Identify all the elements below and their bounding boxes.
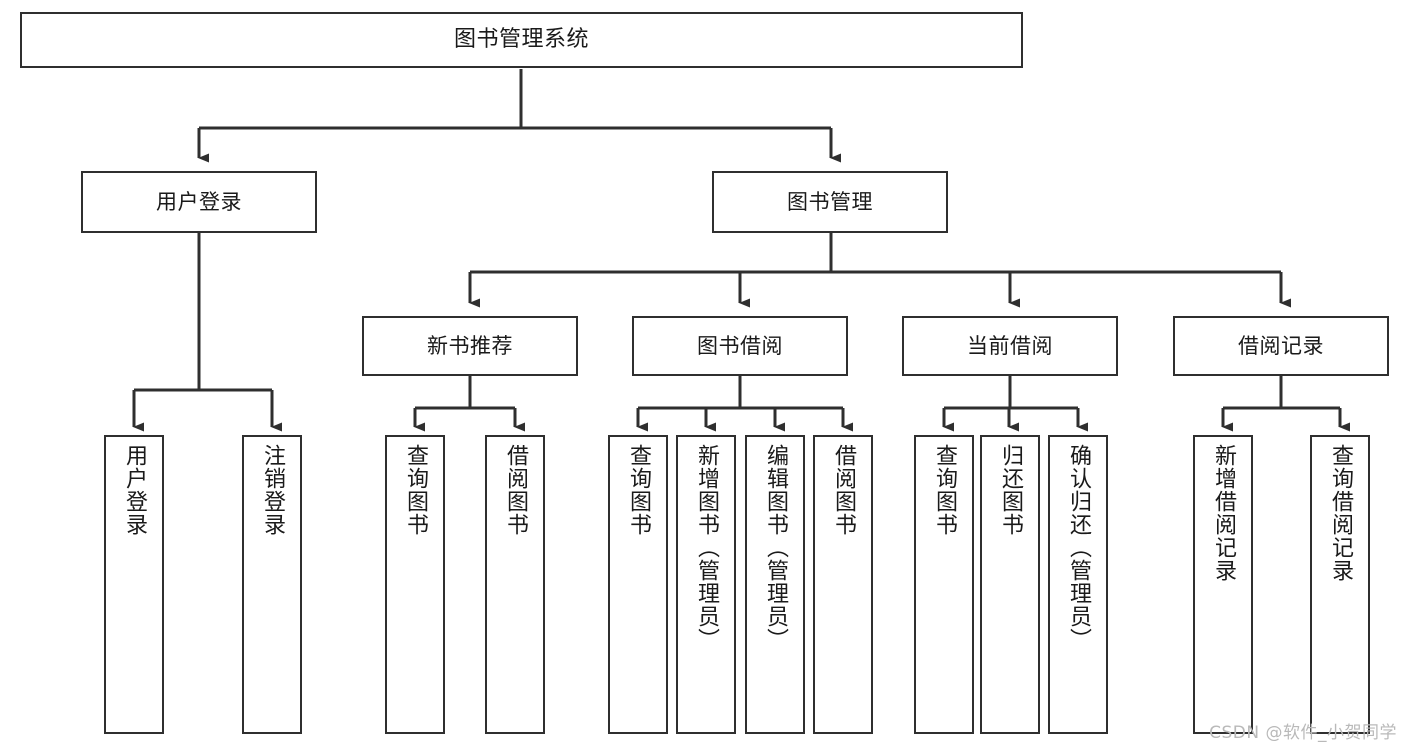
node-label: 借阅图书 bbox=[503, 444, 528, 536]
node-label: 新增借阅记录 bbox=[1211, 444, 1236, 582]
leaf-book-borrow-2[interactable]: 编辑图书（管理员） bbox=[745, 435, 805, 734]
node-user-login[interactable]: 用户登录 bbox=[81, 171, 317, 233]
node-book-borrow[interactable]: 图书借阅 bbox=[632, 316, 848, 376]
node-label: 用户登录 bbox=[156, 189, 242, 214]
node-label: 借阅图书 bbox=[831, 444, 856, 536]
node-label: 查询图书 bbox=[932, 444, 957, 536]
node-label: 查询图书 bbox=[626, 444, 651, 536]
node-label: 用户登录 bbox=[122, 444, 147, 536]
leaf-borrow-record-0[interactable]: 新增借阅记录 bbox=[1193, 435, 1253, 734]
leaf-new-book-recommend-0[interactable]: 查询图书 bbox=[385, 435, 445, 734]
node-label: 查询借阅记录 bbox=[1328, 444, 1353, 582]
leaf-borrow-record-1[interactable]: 查询借阅记录 bbox=[1310, 435, 1370, 734]
node-current-borrow[interactable]: 当前借阅 bbox=[902, 316, 1118, 376]
leaf-book-borrow-0[interactable]: 查询图书 bbox=[608, 435, 668, 734]
node-new-book-recommend[interactable]: 新书推荐 bbox=[362, 316, 578, 376]
node-label: 注销登录 bbox=[260, 444, 285, 536]
node-book-management[interactable]: 图书管理 bbox=[712, 171, 948, 233]
node-label: 图书管理系统 bbox=[453, 27, 589, 53]
node-label: 新增图书（管理员） bbox=[694, 444, 719, 651]
leaf-current-borrow-1[interactable]: 归还图书 bbox=[980, 435, 1040, 734]
node-label: 图书借阅 bbox=[697, 333, 783, 358]
leaf-user-login-1[interactable]: 注销登录 bbox=[242, 435, 302, 734]
leaf-book-borrow-3[interactable]: 借阅图书 bbox=[813, 435, 873, 734]
node-label: 当前借阅 bbox=[967, 333, 1053, 358]
leaf-new-book-recommend-1[interactable]: 借阅图书 bbox=[485, 435, 545, 734]
node-label: 图书管理 bbox=[787, 189, 873, 214]
node-label: 归还图书 bbox=[998, 444, 1023, 536]
leaf-user-login-0[interactable]: 用户登录 bbox=[104, 435, 164, 734]
node-label: 借阅记录 bbox=[1238, 333, 1324, 358]
node-borrow-record[interactable]: 借阅记录 bbox=[1173, 316, 1389, 376]
node-label: 查询图书 bbox=[403, 444, 428, 536]
node-label: 编辑图书（管理员） bbox=[763, 444, 788, 651]
leaf-current-borrow-2[interactable]: 确认归还（管理员） bbox=[1048, 435, 1108, 734]
node-label: 新书推荐 bbox=[427, 333, 513, 358]
node-root-system[interactable]: 图书管理系统 bbox=[20, 12, 1023, 68]
leaf-current-borrow-0[interactable]: 查询图书 bbox=[914, 435, 974, 734]
node-label: 确认归还（管理员） bbox=[1066, 444, 1091, 651]
leaf-book-borrow-1[interactable]: 新增图书（管理员） bbox=[676, 435, 736, 734]
